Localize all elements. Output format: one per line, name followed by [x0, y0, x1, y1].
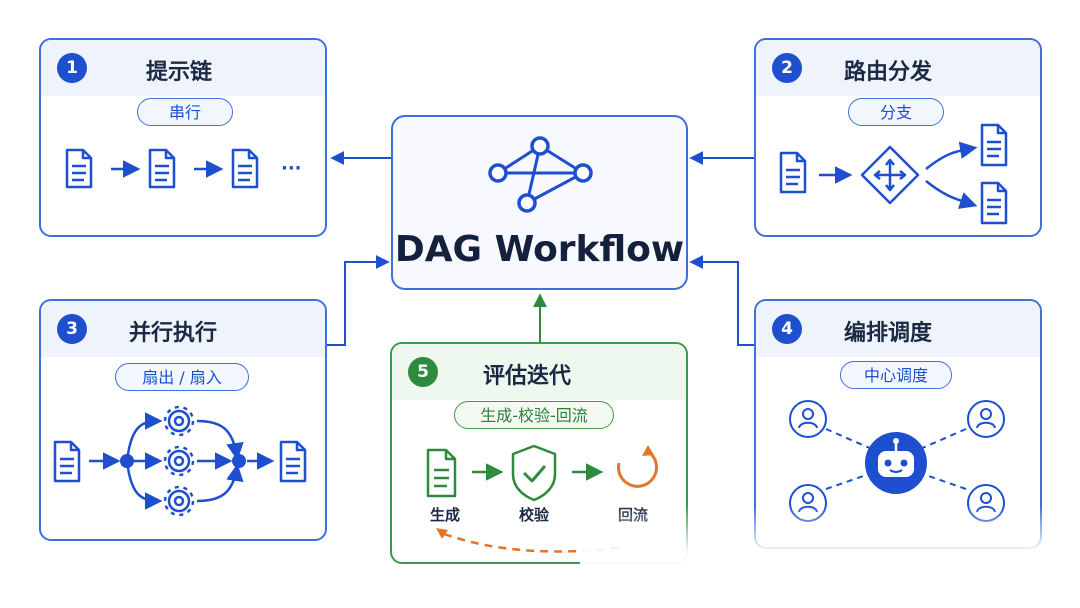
card-title: 评估迭代	[483, 364, 572, 389]
fan-out-fan-in-illustration	[53, 405, 307, 517]
mode-pill: 分支	[848, 98, 944, 126]
mode-pill: 中心调度	[840, 361, 952, 389]
generate-verify-feedback-illustration	[426, 444, 658, 553]
card-header	[756, 40, 1040, 96]
central-orchestrator-illustration	[789, 400, 1005, 522]
routing-illustration	[779, 123, 1008, 225]
document-icon	[980, 181, 1008, 225]
fan-in-node	[232, 454, 246, 468]
document-icon	[426, 448, 457, 498]
loop-icon	[617, 445, 658, 488]
card-prompt-chain: 1 提示链 串行 ···	[39, 38, 327, 237]
robot-icon	[865, 432, 927, 494]
step-label-verify: 校验	[518, 506, 549, 524]
document-icon	[65, 148, 93, 189]
card-header	[756, 301, 1040, 357]
step-number-badge: 3	[57, 314, 87, 344]
center-title: DAG Workflow	[394, 229, 685, 270]
step-number-badge: 5	[408, 357, 438, 387]
document-icon	[148, 148, 176, 189]
user-icon	[789, 400, 827, 438]
document-icon	[980, 123, 1008, 167]
fan-out-node	[120, 454, 134, 468]
card-header	[41, 40, 325, 96]
step-number-badge: 2	[772, 53, 802, 83]
dag-graph-icon	[488, 136, 593, 213]
document-icon	[53, 440, 81, 483]
gear-icon	[163, 405, 195, 437]
step-label-generate: 生成	[429, 506, 460, 524]
card-evaluation: 5 评估迭代 生成-校验-回流 生成 校验 回流	[390, 342, 688, 564]
card-title: 并行执行	[129, 321, 218, 346]
step-number-badge: 1	[57, 53, 87, 83]
card-title: 路由分发	[844, 60, 933, 85]
branch-arrow-up	[925, 141, 978, 170]
gear-icon	[163, 445, 195, 477]
serial-chain-illustration	[65, 148, 259, 189]
router-diamond-icon	[860, 145, 920, 205]
mode-pill: 扇出 / 扇入	[115, 363, 249, 391]
document-icon	[779, 151, 807, 194]
step-number-badge: 4	[772, 314, 802, 344]
gear-icon	[163, 485, 195, 517]
connector-card4-to-center	[689, 255, 755, 346]
document-icon	[231, 148, 259, 189]
connector-card3-to-center	[326, 255, 390, 346]
mode-pill: 生成-校验-回流	[454, 401, 614, 429]
dag-workflow-node: DAG Workflow	[391, 115, 688, 290]
user-icon	[967, 400, 1005, 438]
card-routing: 2 路由分发 分支	[754, 38, 1042, 237]
document-icon	[279, 440, 307, 483]
mode-pill: 串行	[137, 98, 233, 126]
card-title: 提示链	[146, 60, 213, 85]
card-header	[41, 301, 325, 357]
branch-arrow-down	[925, 180, 978, 209]
card-parallel: 3 并行执行 扇出 / 扇入	[39, 299, 327, 541]
card-header	[392, 344, 686, 400]
card-title: 编排调度	[844, 321, 933, 346]
bottom-fade-overlay	[580, 505, 1080, 608]
ellipsis: ···	[281, 158, 302, 179]
shield-check-icon	[511, 444, 557, 502]
